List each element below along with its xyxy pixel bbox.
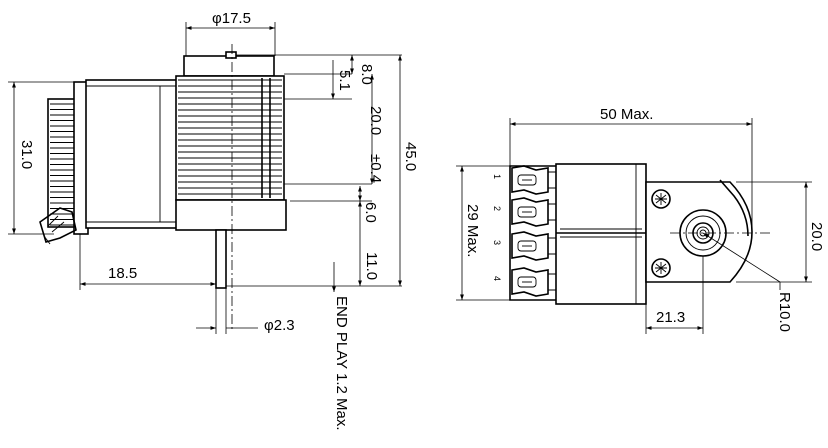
front-view: 1 2 3 4 50 Max. xyxy=(456,106,825,334)
terminal-label: 2 xyxy=(492,206,502,211)
dim-20-0: 20.0 xyxy=(367,106,384,135)
dim-31-0: 31.0 xyxy=(18,140,35,169)
dim-diameter-body: φ17.5 xyxy=(212,10,251,27)
terminal-2: 2 xyxy=(492,197,557,227)
dim-6-0: 6.0 xyxy=(362,202,379,223)
terminal-block: 1 2 3 4 xyxy=(492,165,561,301)
terminal-4: 4 xyxy=(492,267,557,297)
motor-can xyxy=(175,51,287,231)
dim-tolerance: ±0.4 xyxy=(367,154,384,183)
dim-50-max: 50 Max. xyxy=(600,106,653,123)
motor-plate xyxy=(645,179,753,283)
dim-45-0: 45.0 xyxy=(402,142,419,171)
dim-5-1: 5.1 xyxy=(336,70,353,91)
dim-8-0: 8.0 xyxy=(358,64,375,85)
output-shaft xyxy=(215,229,227,289)
coil-body xyxy=(555,163,647,305)
terminal-label: 4 xyxy=(492,276,502,281)
dim-r10: R10.0 xyxy=(776,292,793,332)
side-view: φ17.5 5.1 8.0 20.0 ±0.4 6.0 11.0 45.0 31… xyxy=(8,10,419,431)
dim-20-0-front: 20.0 xyxy=(808,222,825,251)
gearbox-housing xyxy=(85,79,179,229)
dim-shaft-diameter: φ2.3 xyxy=(264,317,295,334)
terminal-1: 1 xyxy=(492,165,557,195)
terminal-label: 1 xyxy=(492,174,502,179)
end-play-note: END PLAY 1.2 Max. xyxy=(333,296,350,431)
terminal-label: 3 xyxy=(492,240,502,245)
lever-arm xyxy=(39,207,77,245)
dim-18-5: 18.5 xyxy=(108,265,137,282)
gear-stack xyxy=(47,81,89,235)
dim-29-max: 29 Max. xyxy=(464,204,481,257)
dim-11-0: 11.0 xyxy=(363,252,380,280)
dim-21-3: 21.3 xyxy=(656,309,685,326)
